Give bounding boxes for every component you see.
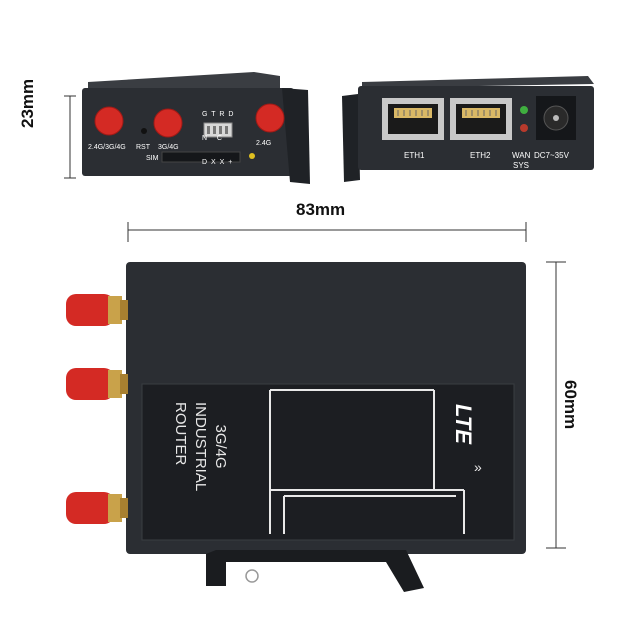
antenna-middle-icon — [66, 368, 128, 400]
rear-panel-flange — [342, 94, 360, 182]
reset-label: RST — [136, 144, 150, 151]
label-panel — [141, 383, 515, 541]
product-text: 3G/4G INDUSTRIAL ROUTER — [170, 402, 230, 491]
antenna-top-icon — [66, 294, 128, 326]
sim-label: SIM — [146, 155, 159, 162]
product-text-line: 3G/4G — [212, 424, 229, 469]
eth2-label: ETH2 — [470, 151, 491, 160]
eth2-port-icon — [450, 98, 512, 140]
logo-chevron-icon: » — [474, 459, 482, 475]
eth1-port-icon — [382, 98, 444, 140]
decorative-lines — [269, 389, 465, 534]
antenna-mid-label: 3G/4G — [158, 144, 179, 151]
serial-label-row: G T R D — [202, 111, 235, 118]
antenna-right-icon — [255, 103, 285, 133]
antenna-right-label: 2.4G — [256, 140, 272, 147]
sys-label: SYS — [513, 161, 530, 170]
front-panel-face — [82, 88, 294, 176]
product-text-line: INDUSTRIAL — [192, 402, 209, 492]
antenna-left-icon — [94, 106, 124, 136]
rear-panel-view: ETH1 ETH2 WAN DC7~35V SYS — [338, 72, 602, 184]
height-dimension-label: 23mm — [18, 78, 37, 128]
width-dimension-line — [127, 222, 527, 242]
din-rail-clip-icon — [206, 550, 424, 592]
depth-dimension-line — [546, 261, 566, 549]
front-panel-view: 2.4G/3G/4G RST 3G/4G 2.4G SIM G T R D N … — [44, 66, 314, 190]
front-panel-top — [88, 72, 280, 90]
wan-label: WAN — [512, 151, 531, 160]
antenna-bottom-icon — [66, 492, 128, 524]
antenna-left-label: 2.4G/3G/4G — [88, 144, 126, 151]
eth1-label: ETH1 — [404, 151, 425, 160]
rear-panel-drawing — [342, 76, 594, 182]
antenna-mid-icon — [153, 108, 183, 138]
top-view: » 3G/4G INDUSTRIAL ROUTER LTE — [56, 256, 536, 596]
logo-text: LTE — [451, 404, 476, 444]
top-view-drawing: » — [66, 262, 526, 592]
wan-led-icon — [520, 106, 528, 114]
power-label: DC7~35V — [534, 151, 569, 160]
serial-label-row: N C — [202, 135, 223, 142]
sim-slot-icon — [161, 151, 241, 163]
reset-button-icon — [141, 128, 147, 134]
status-led-icon — [249, 153, 255, 159]
serial-labels: G T R D N C D X X + — [202, 95, 234, 183]
serial-label-row: D X X + — [202, 159, 234, 166]
product-text-line: ROUTER — [172, 402, 189, 466]
sys-led-icon — [520, 124, 528, 132]
front-panel-drawing — [64, 72, 310, 184]
dc-power-jack-icon — [536, 96, 576, 140]
width-dimension-label: 83mm — [296, 200, 346, 219]
depth-dimension-label: 60mm — [561, 380, 580, 430]
